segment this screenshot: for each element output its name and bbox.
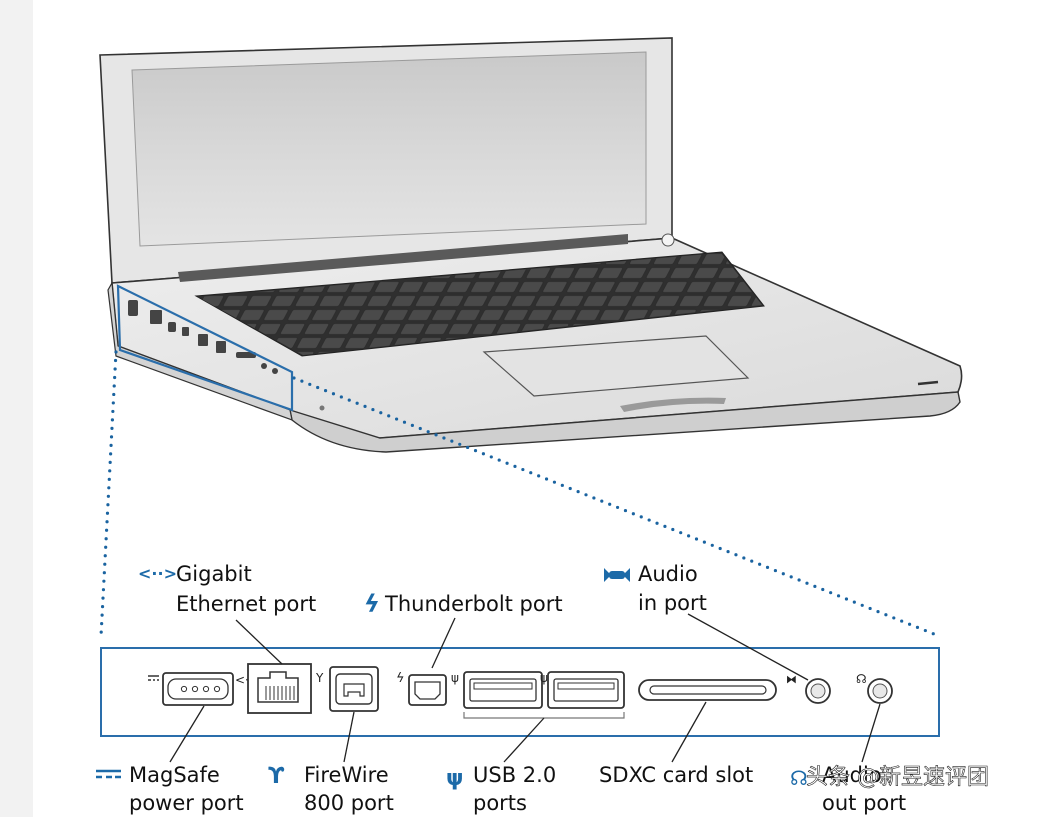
firewire-label-line2: 800 port (304, 791, 394, 815)
sdxc-slot (638, 679, 777, 701)
magsafe-port (148, 672, 234, 706)
audio-out-port: ☊ (856, 672, 893, 704)
laptop-hinge (178, 234, 628, 282)
side-ports-miniature (128, 300, 278, 374)
usb-label-line2: ports (473, 791, 527, 815)
thunderbolt-icon: ϟ (364, 590, 380, 618)
svg-text:⧓: ⧓ (786, 673, 797, 686)
svg-text:Y: Y (315, 671, 324, 685)
thunderbolt-port: ϟ (396, 671, 447, 706)
port-highlight-box (116, 284, 294, 412)
magsafe-icon (96, 769, 121, 779)
svg-text:ϟ: ϟ (396, 671, 405, 686)
laptop-screen (131, 51, 647, 247)
laptop-illustration (99, 37, 963, 453)
callout-dotted-right (292, 376, 941, 638)
magsafe-label-line2: power port (129, 791, 244, 815)
laptop-front-edge (289, 391, 961, 453)
left-margin-strip (0, 0, 33, 817)
keyboard-keys (198, 253, 762, 355)
gigabit-label-line1: Gigabit (176, 562, 252, 586)
trackpad (482, 335, 750, 397)
usb-port-1: ψ (451, 671, 543, 709)
watermark-text: 头条 @新昱速评团 (806, 765, 989, 790)
audio-in-label-line2: in port (638, 591, 707, 615)
ethernet-icon: <··> (138, 564, 177, 583)
svg-text:☊: ☊ (856, 672, 867, 686)
magsafe-label-line1: MagSafe (129, 763, 220, 787)
laptop-side-edge (107, 281, 293, 421)
thunderbolt-label: Thunderbolt port (384, 592, 563, 616)
audio-out-label-line2: out port (822, 791, 906, 815)
svg-text:ψ: ψ (540, 671, 548, 685)
power-button (661, 233, 675, 247)
headphone-icon: ☊ (790, 766, 808, 790)
side-indicator-light (319, 405, 325, 411)
usb-port-2: ψ (540, 671, 625, 709)
ethernet-port: <··> (235, 663, 312, 714)
leader-lines (169, 613, 881, 763)
sdxc-label: SDXC card slot (599, 763, 753, 787)
front-notch (620, 397, 726, 412)
firewire-port: Y (315, 666, 379, 712)
callout-dotted-left (99, 350, 118, 638)
usb-icon: ψ (446, 766, 463, 791)
port-panel: <··> Y ϟ ψ (100, 647, 940, 737)
firewire-label-line1: FireWire (304, 763, 389, 787)
audio-in-label-line1: Audio (638, 562, 698, 586)
audio-in-port: ⧓ (786, 673, 831, 704)
sleep-indicator (917, 380, 939, 386)
audio-in-icon (604, 568, 630, 582)
audio-out-label-line1: Audio (822, 763, 882, 787)
usb-label-line1: USB 2.0 (473, 763, 556, 787)
firewire-icon: ϒ (268, 764, 285, 789)
gigabit-label-line2: Ethernet port (176, 592, 316, 616)
svg-text:ψ: ψ (451, 671, 459, 685)
